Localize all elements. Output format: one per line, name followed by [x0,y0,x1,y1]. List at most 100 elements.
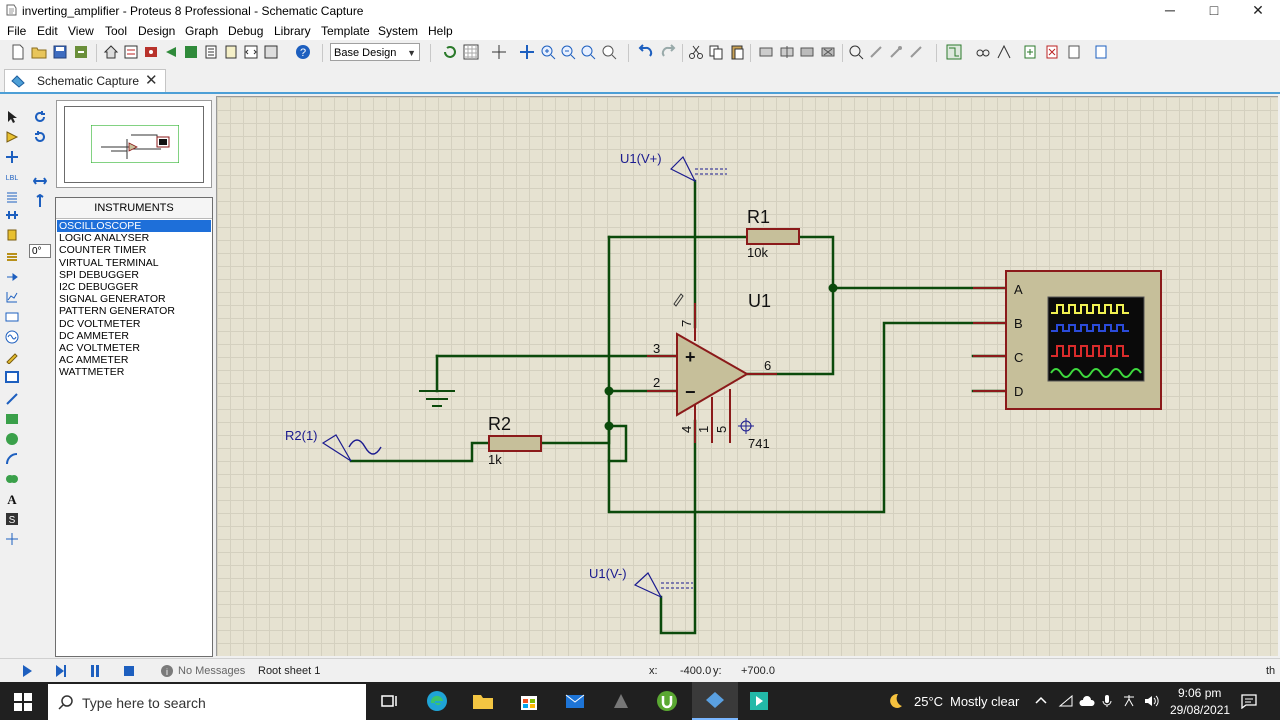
wire-r2-node[interactable] [539,424,628,463]
wire-r1-output[interactable] [745,235,835,376]
property-assignment-icon[interactable] [996,44,1012,60]
wire-vminus[interactable] [659,419,697,635]
selection-mode-icon[interactable] [5,110,19,124]
menu-edit[interactable]: Edit [37,24,58,38]
save-icon[interactable] [52,44,68,60]
pan-icon[interactable] [519,44,535,60]
block-rotate-icon[interactable] [799,44,815,60]
app-launcher-icon[interactable] [748,690,770,712]
menu-tool[interactable]: Tool [105,24,128,38]
onedrive-cloud-icon[interactable] [1078,694,1096,708]
stop-icon[interactable] [122,664,136,678]
utorrent-icon[interactable] [656,690,678,712]
undo-icon[interactable] [638,44,654,60]
decompose-icon[interactable] [908,44,924,60]
tab-schematic-capture[interactable]: Schematic Capture ✕ [4,69,166,92]
play-icon[interactable] [20,664,34,678]
new-sheet-icon[interactable] [1022,44,1038,60]
resistor-r1[interactable] [746,228,800,245]
chevron-up-icon[interactable] [1034,694,1048,708]
gerber-icon[interactable] [183,44,199,60]
clock-date[interactable]: 29/08/2021 [1170,703,1231,717]
taskbar-search-box[interactable]: Type here to search [48,684,366,720]
block-move-icon[interactable] [779,44,795,60]
bus-icon[interactable] [5,208,19,222]
circle-draw-icon[interactable] [5,432,19,446]
mirror-x-icon[interactable] [33,174,47,188]
clock-time[interactable]: 9:06 pm [1178,686,1222,700]
virtual-instruments-icon[interactable] [5,370,19,384]
design-variant-select[interactable]: Base Design ▼ [330,43,420,61]
pcb-icon[interactable] [143,44,159,60]
copy-icon[interactable] [708,44,724,60]
menu-system[interactable]: System [378,24,419,38]
pause-icon[interactable] [88,664,102,678]
sheet-status[interactable]: Root sheet 1 [258,665,321,677]
instrument-virtual-terminal[interactable]: VIRTUAL TERMINAL [59,256,159,269]
menu-file[interactable]: File [7,24,27,38]
component-mode-icon[interactable] [5,130,19,144]
box-draw-icon[interactable] [5,412,19,426]
mirror-y-icon[interactable] [33,194,47,208]
text-script-icon[interactable] [5,190,19,204]
ground-symbol[interactable] [419,390,455,407]
vminus-terminal[interactable] [633,572,693,599]
zoom-in-icon[interactable] [540,44,556,60]
block-copy-icon[interactable] [758,44,774,60]
grid-toggle-icon[interactable] [463,44,479,60]
new-file-icon[interactable] [10,44,26,60]
menu-view[interactable]: View [68,24,94,38]
instrument-wattmeter[interactable]: WATTMETER [59,366,125,379]
close-button[interactable]: ✕ [1252,2,1264,18]
exit-to-parent-icon[interactable] [1066,44,1082,60]
project-notes-icon[interactable] [263,44,279,60]
wire-channel-b[interactable] [607,235,1007,514]
terminals-mode-icon[interactable] [5,250,19,264]
schematic-canvas[interactable]: U1(V+) U1(V-) R2(1) R1 10k R2 1k [216,96,1278,656]
text-draw-icon[interactable]: A [5,492,19,506]
redo-icon[interactable] [660,44,676,60]
oscilloscope-instrument[interactable] [973,270,1162,410]
subcircuit-icon[interactable] [5,228,19,242]
voltage-probe-icon[interactable] [5,350,19,364]
wire-autorouter-icon[interactable] [946,44,962,60]
line-draw-icon[interactable] [5,392,19,406]
origin-icon[interactable] [491,44,507,60]
generator-mode-icon[interactable] [5,330,19,344]
source-code-icon[interactable] [243,44,259,60]
zoom-area-icon[interactable] [601,44,617,60]
opamp-u1[interactable] [647,303,777,443]
proteus-taskbar-button[interactable] [692,682,738,720]
notification-center-icon[interactable] [1241,693,1257,709]
menu-design[interactable]: Design [138,24,176,38]
weather-temperature[interactable]: 25°C [914,694,944,709]
messages-status[interactable]: No Messages [178,665,246,677]
units-status[interactable]: th [1266,665,1276,677]
search-tag-icon[interactable] [975,44,991,60]
device-pins-icon[interactable] [5,270,19,284]
game-app-icon[interactable] [610,690,632,712]
close-tab-icon[interactable]: ✕ [145,72,158,89]
rotate-anticlockwise-icon[interactable] [33,130,47,144]
rotation-angle-field[interactable]: 0° [29,244,51,258]
network-icon[interactable] [1058,694,1074,708]
menu-help[interactable]: Help [428,24,453,38]
packaging-tool-icon[interactable] [888,44,904,60]
ac-source-terminal[interactable] [321,434,382,462]
cut-icon[interactable] [688,44,704,60]
instrument-i2c-debugger[interactable]: I2C DEBUGGER [59,280,139,293]
block-delete-icon[interactable] [820,44,836,60]
input-language-icon[interactable] [1122,694,1138,708]
edge-browser-icon[interactable] [426,690,448,712]
instrument-logic-analyser[interactable]: LOGIC ANALYSER [59,232,150,245]
maximize-button[interactable]: □ [1209,2,1219,18]
instrument-spi-debugger[interactable]: SPI DEBUGGER [59,268,139,281]
design-explorer-icon[interactable] [1093,44,1109,60]
instrument-ac-voltmeter[interactable]: AC VOLTMETER [59,341,140,354]
make-device-icon[interactable] [868,44,884,60]
resistor-r2[interactable] [488,435,542,452]
step-icon[interactable] [54,664,68,678]
schematic-icon[interactable] [123,44,139,60]
speaker-icon[interactable] [1144,694,1160,708]
minimize-button[interactable]: ─ [1165,2,1175,18]
